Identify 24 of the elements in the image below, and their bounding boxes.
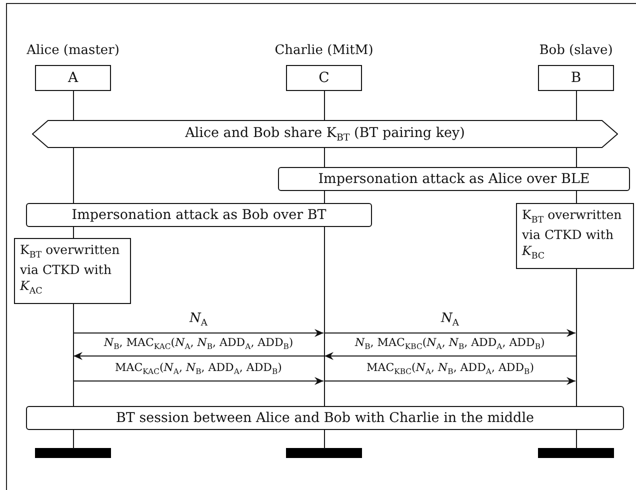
message-arrow	[324, 377, 576, 385]
message-box: Impersonation attack as Bob over BT	[26, 203, 372, 227]
message-label: MAC$_{KBC}$(N$_{A}$, N$_{B}$, ADD$_{A}$, ADD$_{B}$)	[366, 361, 534, 378]
message-box: BT session between Alice and Bob with Charlie in the middle	[26, 406, 624, 430]
participant-box: A	[35, 65, 111, 91]
note-box: K$_{BT}$ overwritten via CTKD with K$_{BC}$	[516, 203, 634, 269]
participant-box: C	[286, 65, 362, 91]
participant-box: B	[538, 65, 614, 91]
participant-name: Alice (master)	[26, 43, 120, 58]
message-box: Impersonation attack as Alice over BLE	[278, 167, 630, 191]
message-arrow	[324, 352, 576, 360]
message-arrow	[324, 329, 576, 337]
message-label: N$_{B}$, MAC$_{KBC}$(N$_{A}$, N$_{B}$, ADD$_{A}$, ADD$_{B}$)	[355, 336, 545, 354]
message-arrow	[72, 329, 324, 337]
message-label: N$_{A}$	[190, 312, 208, 331]
message-label: N$_{A}$	[441, 312, 459, 331]
participant-name: Charlie (MitM)	[274, 43, 374, 58]
message-arrow	[72, 377, 324, 385]
note-box: K$_{BT}$ overwritten via CTKD with K$_{AC}$	[14, 238, 131, 304]
message-label: N$_{B}$, MAC$_{KAC}$(N$_{A}$, N$_{B}$, ADD$_{A}$, ADD$_{B}$)	[104, 336, 294, 354]
message-arrow	[73, 352, 324, 360]
hexagon-note: Alice and Bob share K$_{BT}$ (BT pairing key)	[32, 120, 618, 148]
message-label: MAC$_{KAC}$(N$_{A}$, N$_{B}$, ADD$_{A}$, ADD$_{B}$)	[115, 361, 282, 378]
participant-name: Bob (slave)	[538, 43, 614, 58]
